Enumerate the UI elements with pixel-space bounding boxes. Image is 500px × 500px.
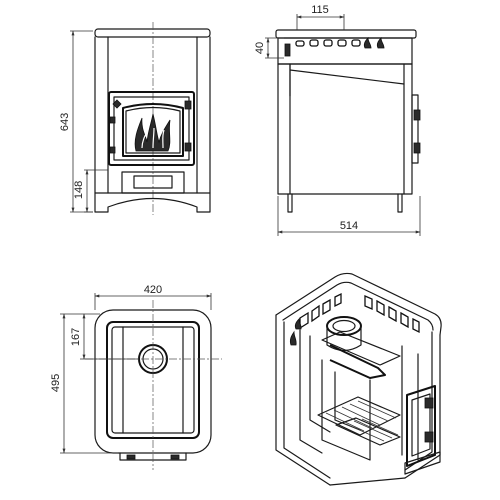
iso-left-wall: [275, 314, 331, 486]
plan-view: 420 167 495: [50, 284, 222, 470]
iso-left-wall-inner: [283, 321, 331, 479]
iso-baffle: [321, 331, 401, 366]
iso-chimney: [326, 316, 362, 352]
side-transition: [277, 63, 413, 97]
front-door: [108, 91, 195, 166]
side-view: 115 40 514: [254, 4, 421, 236]
isometric-view: [275, 272, 442, 486]
iso-grate: [317, 396, 401, 446]
dimension-514: 514: [277, 196, 421, 236]
dim-firebox-height-label: 148: [73, 181, 85, 199]
dimension-643: 643: [59, 30, 93, 213]
front-base: [94, 192, 211, 213]
dim-front-height-label: 643: [59, 113, 71, 131]
dimension-148: 148: [73, 169, 108, 213]
side-leg-back: [287, 193, 293, 213]
side-vent-slots: [284, 39, 361, 57]
dimension-167: 167: [70, 313, 139, 360]
dim-plan-width-label: 420: [144, 284, 162, 296]
dim-plan-opening-label: 167: [70, 328, 82, 346]
iso-cut-left: [299, 329, 323, 454]
flame-icon: [134, 113, 171, 152]
dim-plan-depth-label: 495: [50, 374, 62, 392]
dimension-40: 40: [254, 37, 284, 59]
flame-icon: [289, 318, 302, 346]
dimension-495: 495: [50, 313, 118, 454]
side-door-profile: [411, 94, 421, 164]
iso-bottom: [329, 477, 406, 486]
ash-drawer: [121, 171, 185, 194]
dim-side-depth-label: 514: [340, 220, 358, 232]
iso-baffle-edge: [329, 344, 386, 379]
iso-cut-left-inner: [309, 335, 331, 433]
iso-top-rim-inner: [282, 281, 434, 331]
dimension-115: 115: [296, 4, 345, 30]
flame-icon: [363, 37, 385, 49]
iso-cut-right: [401, 345, 419, 461]
dim-side-top-width-label: 115: [311, 4, 329, 16]
iso-top-rim-outer: [275, 272, 442, 336]
side-top-cap: [275, 29, 417, 39]
dim-side-top-height-label: 40: [254, 42, 266, 54]
dimension-420: 420: [94, 284, 212, 310]
front-view: 643 148: [59, 22, 211, 215]
side-leg-front: [397, 193, 403, 213]
iso-door: [404, 385, 441, 475]
iso-vent-slots: [299, 292, 420, 334]
front-top-cap: [94, 28, 211, 38]
side-body: [277, 63, 413, 195]
ash-drawer-handle: [133, 175, 173, 189]
